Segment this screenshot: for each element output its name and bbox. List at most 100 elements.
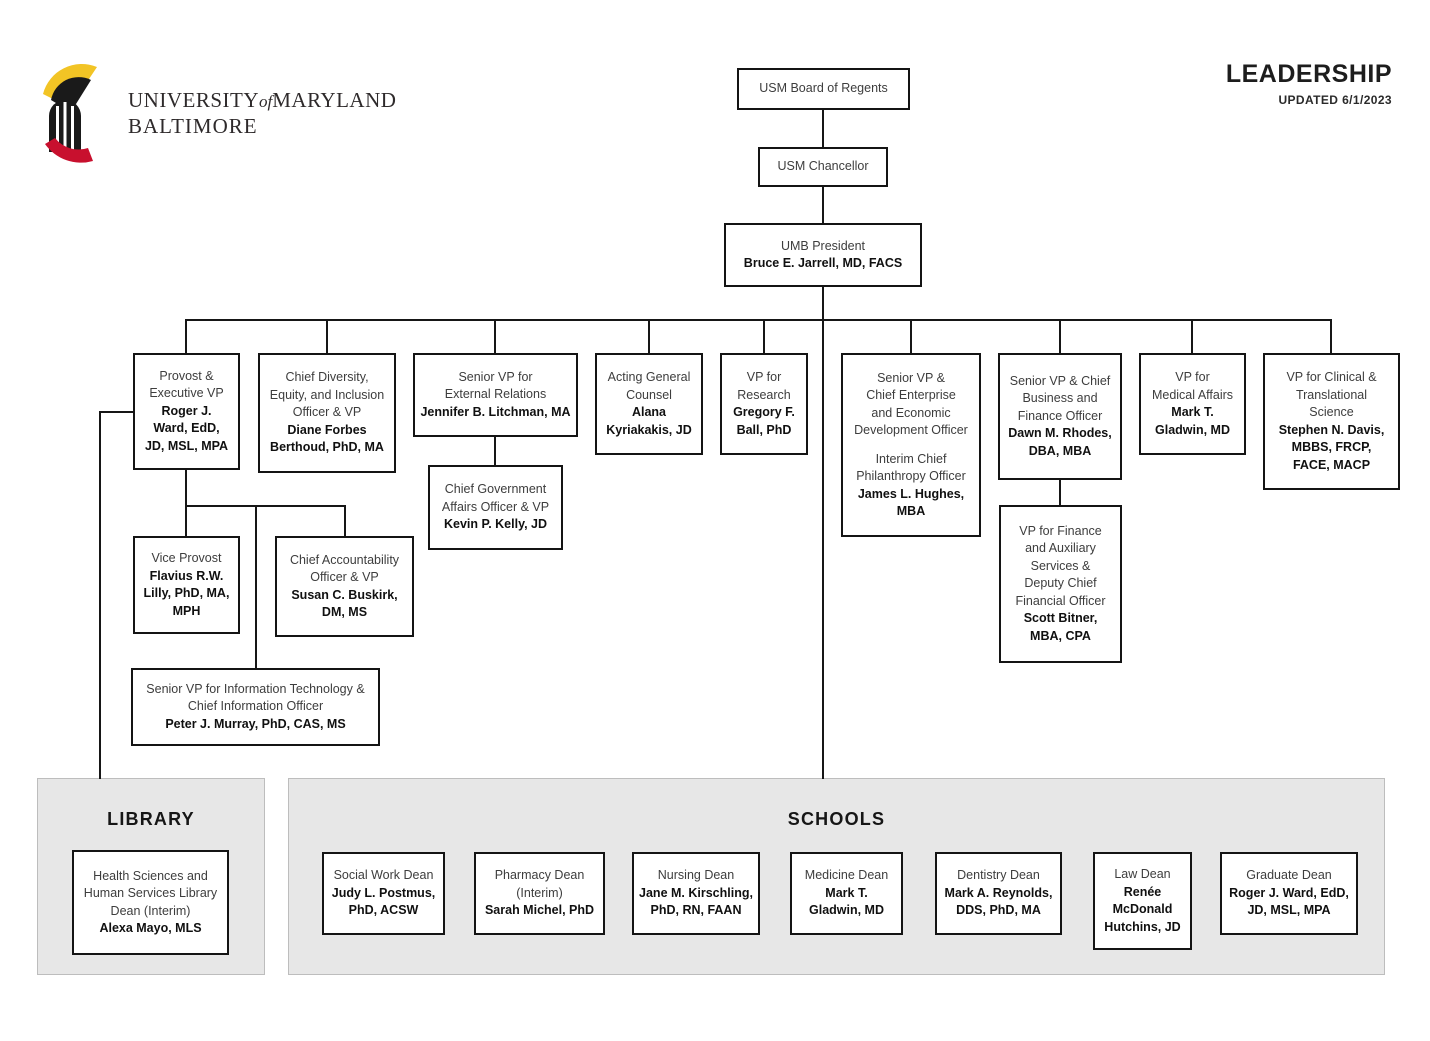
box-line: Hutchins, JD [1104, 919, 1181, 934]
box-line: Research [737, 387, 791, 402]
box-line: Philanthropy Officer [856, 469, 966, 483]
box-line: Peter J. Murray, PhD, CAS, MS [165, 716, 346, 731]
box-line: Lilly, PhD, MA, [143, 586, 230, 600]
schools-section-title: SCHOOLS [787, 809, 886, 829]
wordmark-of: of [259, 92, 273, 111]
box-line: DDS, PhD, MA [956, 903, 1041, 918]
box-line: Medicine Dean [804, 868, 889, 883]
box-line: VP for Clinical & [1286, 370, 1377, 384]
box-line: JD, MSL, MPA [1247, 903, 1331, 918]
box-line: Roger J. Ward, EdD, [1229, 885, 1349, 900]
box-line: Gregory F. [733, 405, 795, 419]
box-line: Dawn M. Rhodes, [1008, 426, 1112, 441]
box-line: Equity, and Inclusion [269, 387, 385, 402]
box-line: Sarah Michel, PhD [484, 903, 595, 918]
box-line: VP for [746, 370, 782, 384]
wordmark-university: UNIVERSITY [128, 88, 259, 112]
box-line: Chief Information Officer [187, 699, 324, 714]
box-line: Gladwin, MD [809, 903, 884, 918]
box-line: Provost & [159, 368, 214, 383]
box-line: FACE, MACP [1292, 457, 1371, 472]
box-line: James L. Hughes, [857, 486, 965, 501]
org-box-chancellor: USM Chancellor [758, 147, 888, 187]
updated-date: UPDATED 6/1/2023 [1278, 93, 1392, 107]
university-wordmark: UNIVERSITYofMARYLAND BALTIMORE [128, 88, 396, 139]
box-line: JD, MSL, MPA [144, 438, 229, 453]
box-line: Deputy Chief [1024, 576, 1097, 591]
box-line: Acting General [607, 370, 691, 384]
box-line: Business and [1022, 391, 1098, 406]
box-line: Judy L. Postmus, [331, 885, 436, 900]
box-line: Executive VP [149, 386, 224, 401]
box-line: PhD, RN, FAAN [650, 903, 742, 918]
org-box-provost: Provost & Executive VP Roger J. Ward, EdD, J… [133, 353, 240, 470]
box-line: Pharmacy Dean [494, 868, 585, 883]
box-line: MBA [896, 504, 926, 518]
box-line: Law Dean [1114, 867, 1171, 881]
box-line: Jennifer B. Litchman, MA [420, 404, 571, 419]
box-line: Roger J. [161, 403, 212, 418]
box-line: VP for Finance [1019, 523, 1102, 538]
box-line: USM Chancellor [777, 159, 869, 174]
box-line: Mark A. Reynolds, [944, 885, 1053, 900]
box-line: Vice Provost [151, 551, 222, 565]
box-line: Jane M. Kirschling, [639, 885, 753, 900]
box-line: Renée [1123, 884, 1162, 899]
box-line: Susan C. Buskirk, [291, 587, 398, 602]
header-right: LEADERSHIP UPDATED 6/1/2023 [1226, 60, 1392, 107]
box-line: Mark T. [1171, 405, 1214, 419]
box-line: External Relations [444, 387, 547, 402]
box-line: MPH [172, 603, 201, 618]
box-line: Social Work Dean [333, 868, 434, 883]
box-line: Chief Accountability [289, 552, 400, 567]
box-line: Diane Forbes [287, 422, 367, 437]
box-line: Alana [631, 405, 667, 419]
box-line: Senior VP & Chief [1009, 373, 1111, 388]
box-line: Ward, EdD, [153, 421, 220, 436]
org-box-pharmacy-dean: Pharmacy Dean(Interim)Sarah Michel, PhD [474, 852, 605, 935]
box-line: VP for [1175, 370, 1210, 384]
box-line: Services & [1030, 558, 1091, 573]
box-line: Nursing Dean [657, 868, 735, 883]
box-line: DM, MS [321, 605, 368, 619]
box-line: Alexa Mayo, MLS [99, 921, 202, 935]
org-box-information-technology: Senior VP for Information Technology & Ch… [131, 668, 380, 746]
box-line: Finance Officer [1017, 408, 1103, 423]
box-line: Chief Government [444, 482, 547, 497]
box-line: Gladwin, MD [1155, 422, 1230, 437]
wordmark-maryland: MARYLAND [272, 88, 397, 112]
box-line: Mark T. [825, 885, 868, 900]
box-line: Development Officer [854, 423, 968, 437]
wordmark-line2: BALTIMORE [128, 114, 258, 138]
box-line: Ball, PhD [736, 422, 792, 437]
box-line: and Economic [871, 405, 951, 420]
box-line: Graduate Dean [1246, 868, 1332, 883]
box-line: MBA, CPA [1030, 628, 1091, 643]
box-line: Bruce E. Jarrell, MD, FACS [743, 256, 903, 270]
box-line: Science [1309, 405, 1354, 419]
box-line: Kevin P. Kelly, JD [443, 517, 548, 532]
box-line: Chief Enterprise [866, 388, 956, 402]
box-line: Dentistry Dean [957, 868, 1040, 883]
box-line: Stephen N. Davis, [1278, 422, 1385, 437]
box-line: Health Sciences and [93, 868, 208, 883]
box-line: Scott Bitner, [1023, 611, 1098, 626]
box-line: Translational [1295, 387, 1368, 402]
box-line: Berthoud, PhD, MA [270, 440, 384, 455]
box-line: Senior VP for Information Technology & [146, 681, 365, 696]
